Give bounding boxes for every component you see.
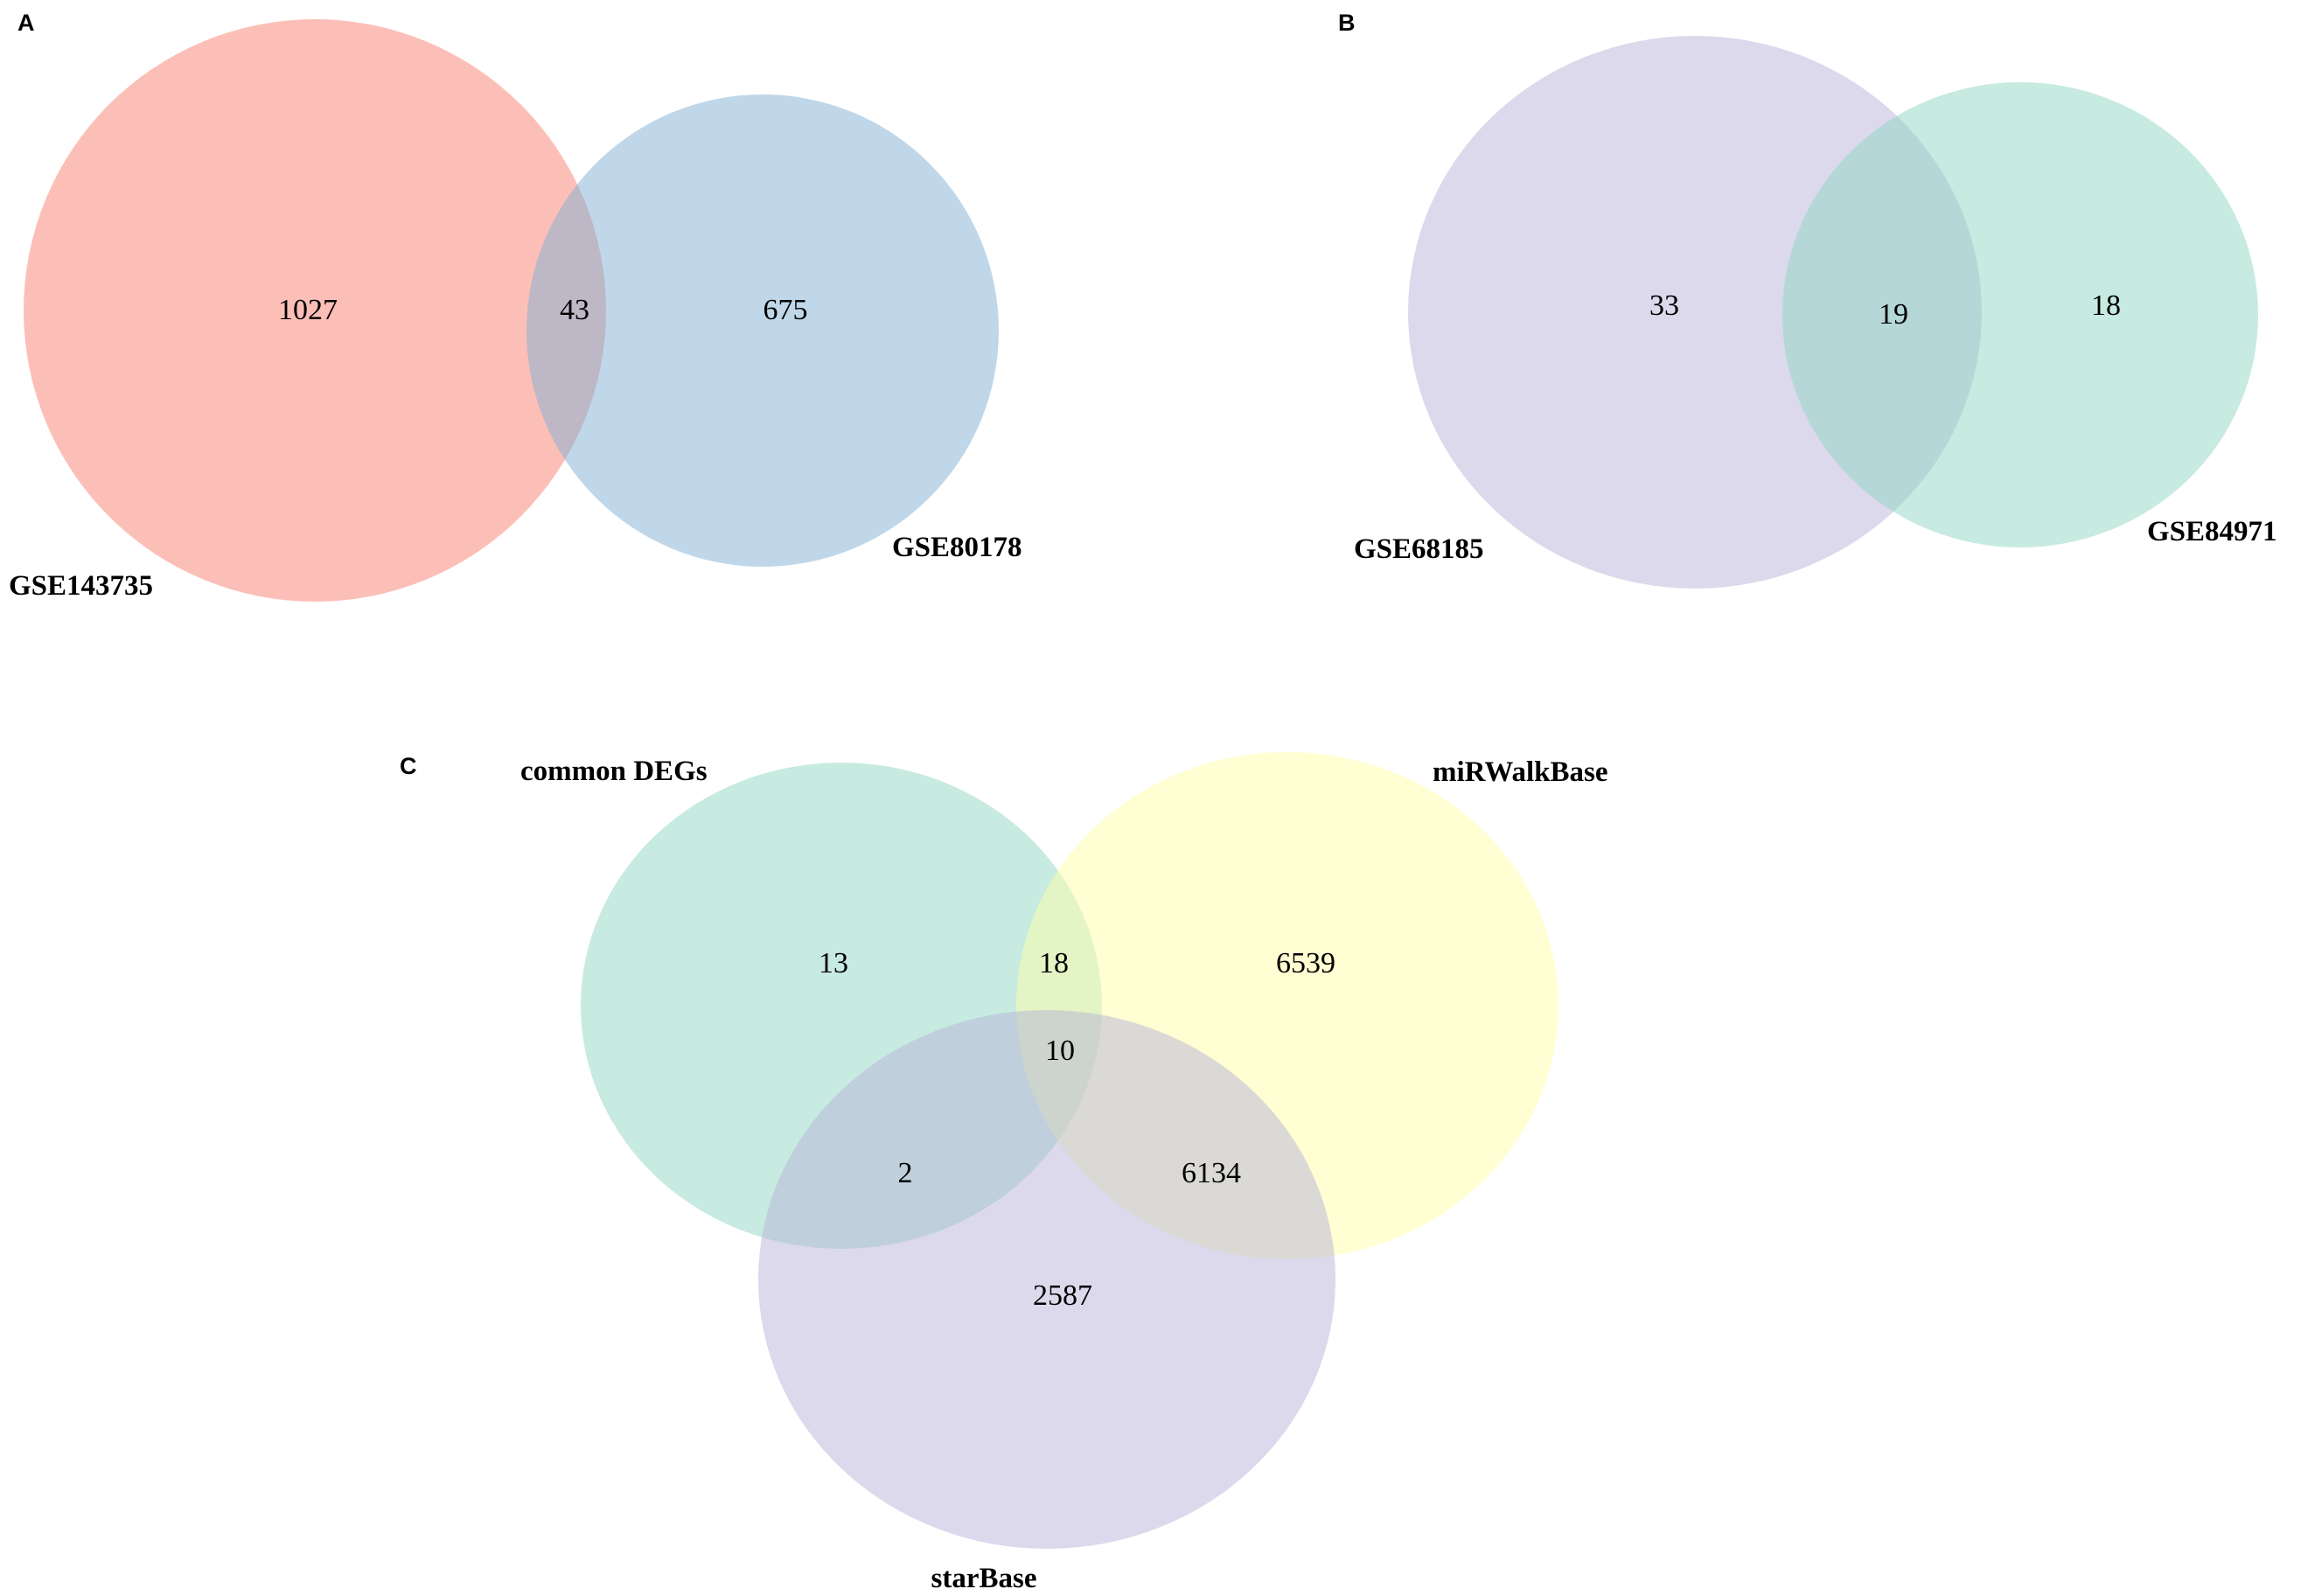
venn-c-count-only-1: 13 <box>819 947 848 979</box>
venn-c-count-only-3: 2587 <box>1033 1279 1092 1312</box>
venn-c-set-3-label: starBase <box>931 1563 1037 1594</box>
venn-b-count-only-2: 18 <box>2091 289 2121 322</box>
venn-c-count-only-2-3: 6134 <box>1182 1157 1241 1189</box>
venn-a-count-only-1: 1027 <box>278 294 338 326</box>
venn-c-set-3-circle <box>758 1010 1335 1549</box>
venn-c-count-only-2: 6539 <box>1276 947 1335 979</box>
panel-c: C 13 18 6539 10 2 6134 2587 common DEGs … <box>400 752 1608 1594</box>
panel-c-label: C <box>400 753 417 779</box>
venn-a-count-only-2: 675 <box>764 294 808 326</box>
venn-a-count-both: 43 <box>560 294 589 326</box>
panel-b: B 33 19 18 GSE68185 GSE84971 <box>1338 10 2277 589</box>
venn-c-set-2-label: miRWalkBase <box>1433 756 1608 788</box>
venn-a-set-2-label: GSE80178 <box>892 532 1022 563</box>
panel-a: A 1027 43 675 GSE143735 GSE80178 <box>9 10 1022 602</box>
venn-b-count-both: 19 <box>1879 298 1908 331</box>
panel-b-label: B <box>1338 10 1356 36</box>
venn-c-count-only-1-3: 2 <box>898 1157 913 1189</box>
venn-c-count-only-1-2: 18 <box>1039 947 1069 979</box>
venn-a-set-1-label: GSE143735 <box>9 570 153 602</box>
venn-b-set-2-circle <box>1782 82 2258 547</box>
venn-b-set-1-label: GSE68185 <box>1354 533 1484 565</box>
venn-c-count-all: 10 <box>1045 1035 1075 1067</box>
venn-b-count-only-1: 33 <box>1649 289 1679 322</box>
venn-a-set-2-circle <box>526 94 999 567</box>
venn-b-set-2-label: GSE84971 <box>2147 516 2277 547</box>
venn-a-set-1-circle <box>24 19 606 602</box>
panel-a-label: A <box>17 10 35 36</box>
venn-c-set-1-label: common DEGs <box>520 756 708 787</box>
